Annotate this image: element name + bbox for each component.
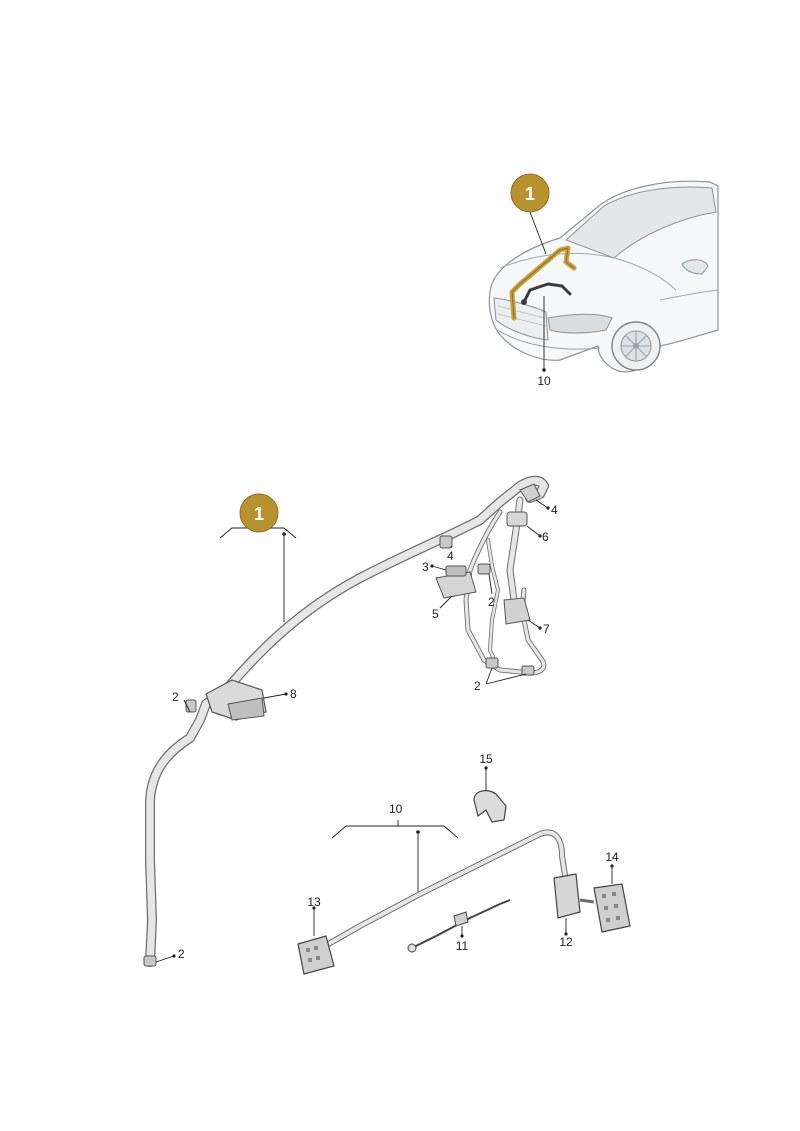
label-4-top: 4 [551, 503, 558, 517]
label-13: 13 [307, 895, 321, 909]
label-3: 3 [422, 560, 429, 574]
overview-badge: 1 [510, 173, 550, 213]
label-2-lower: 2 [474, 679, 481, 693]
connector-6 [506, 511, 528, 527]
label-2-grommet: 2 [172, 690, 179, 704]
label-10-bracket [331, 825, 459, 839]
main-badge: 1 [219, 493, 297, 622]
label-2-upper: 2 [488, 595, 495, 609]
clip-2-end [143, 955, 157, 967]
clip-2-lower-a [485, 657, 499, 669]
label-7: 7 [543, 622, 550, 636]
sub-harness-10: 10 13 12 14 11 [297, 802, 631, 975]
connector-7 [503, 597, 531, 625]
clip-15-shape [473, 790, 507, 823]
clip-2-upper [477, 563, 491, 575]
overview-badge-leader [529, 211, 547, 255]
connector-13 [297, 935, 335, 975]
label-15: 15 [479, 752, 493, 766]
connector-14 [593, 883, 631, 933]
connector-12 [553, 873, 581, 919]
connector-4-top [519, 483, 541, 503]
clip-2-lower-b [521, 665, 535, 676]
car-windshield [565, 186, 717, 259]
label-11: 11 [456, 939, 469, 953]
clip-15: 15 [473, 752, 507, 823]
car-mirror [681, 259, 709, 275]
connector-4-mid [439, 535, 453, 549]
car-overview: 10 [488, 180, 719, 388]
main-badge-circle [239, 493, 279, 533]
overview-label-10: 10 [537, 374, 551, 388]
main-harness [143, 475, 549, 967]
label-12: 12 [559, 935, 573, 949]
label-4-mid: 4 [447, 549, 454, 563]
label-6: 6 [542, 530, 549, 544]
main-callouts: 4 6 4 3 2 5 7 2 2 8 2 [155, 499, 558, 963]
car-hood-line [499, 252, 677, 291]
car-headlight [547, 313, 613, 334]
overview-badge-text: 1 [525, 184, 535, 204]
connector-3 [445, 565, 467, 577]
label-10: 10 [389, 802, 403, 816]
label-8: 8 [290, 687, 297, 701]
main-badge-text: 1 [254, 504, 264, 524]
label-2-end: 2 [178, 947, 185, 961]
harness-trunk [145, 475, 549, 967]
overview-part-10 [522, 282, 572, 304]
label-5: 5 [432, 607, 439, 621]
cable-tie-11 [411, 899, 511, 949]
overview-badge-circle [510, 173, 550, 213]
label-14: 14 [605, 850, 619, 864]
